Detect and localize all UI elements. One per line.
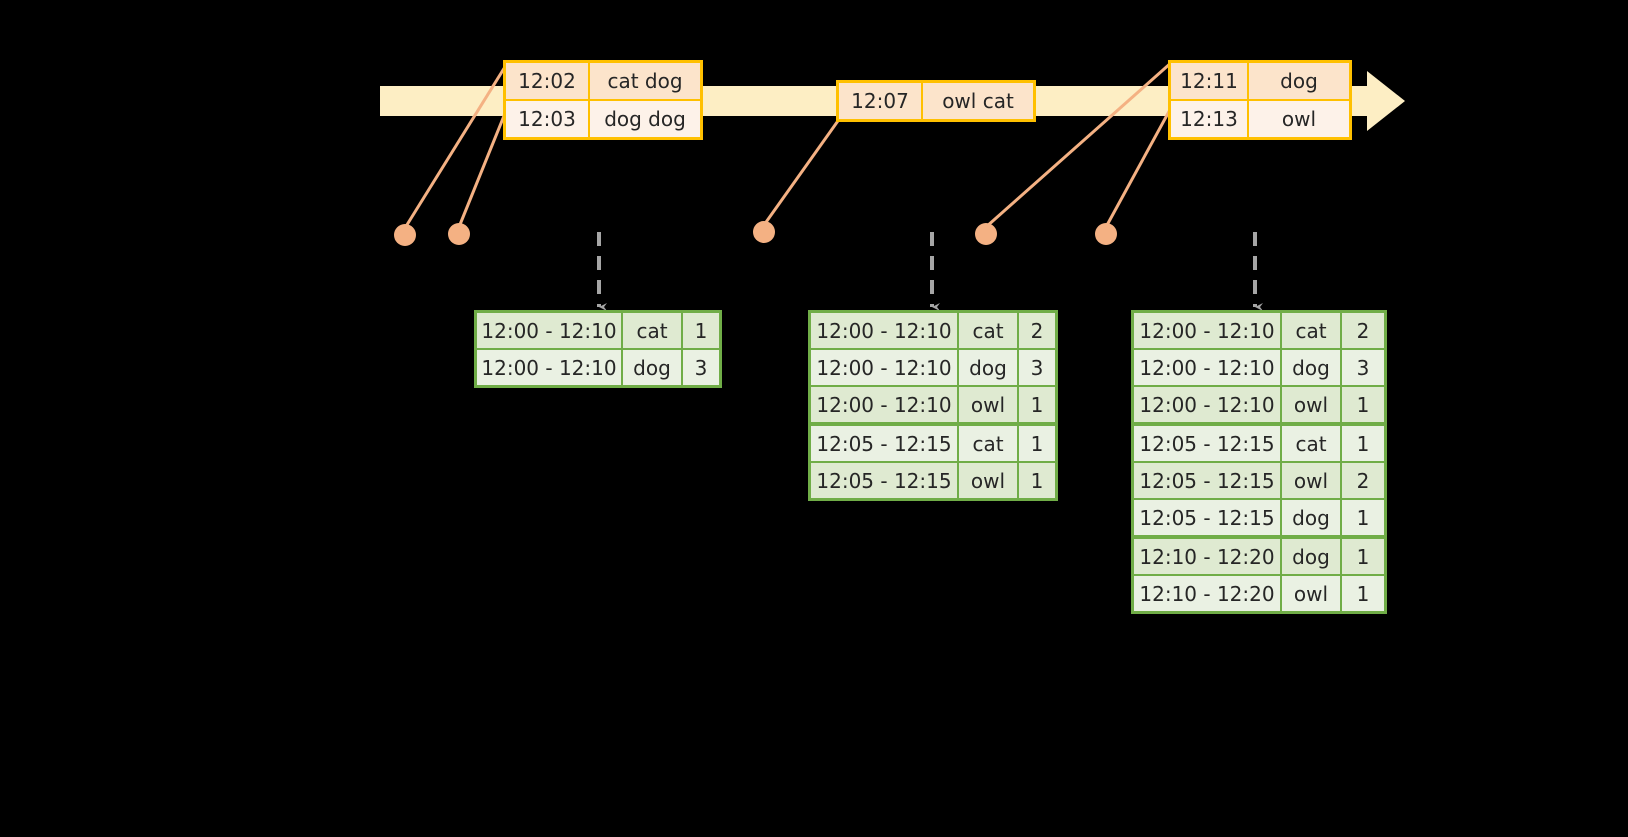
result-word: dog <box>623 350 681 385</box>
event-words: owl cat <box>923 83 1033 119</box>
result-word: owl <box>1282 463 1340 498</box>
event-words: cat dog <box>590 63 700 99</box>
result-count: 1 <box>1019 463 1055 498</box>
result-window: 12:05 - 12:15 <box>811 426 957 461</box>
event-group-3: 12:11 dog 12:13 owl <box>1168 60 1352 140</box>
event-words: dog <box>1249 63 1349 99</box>
event-marker-2 <box>448 223 470 245</box>
event-row: 12:07 owl cat <box>839 83 1033 119</box>
result-window: 12:00 - 12:10 <box>1134 387 1280 422</box>
result-word: owl <box>959 463 1017 498</box>
result-window: 12:00 - 12:10 <box>477 313 621 348</box>
result-window: 12:00 - 12:10 <box>1134 313 1280 348</box>
event-time: 12:11 <box>1171 63 1247 99</box>
result-count: 1 <box>1342 387 1384 422</box>
event-time: 12:02 <box>506 63 588 99</box>
event-marker-4 <box>975 223 997 245</box>
result-window: 12:05 - 12:15 <box>811 463 957 498</box>
result-window: 12:05 - 12:15 <box>1134 426 1280 461</box>
result-window: 12:00 - 12:10 <box>811 387 957 422</box>
result-count: 1 <box>1342 539 1384 574</box>
result-word: owl <box>959 387 1017 422</box>
result-count: 1 <box>1342 500 1384 535</box>
event-marker-5 <box>1095 223 1117 245</box>
result-count: 1 <box>1019 387 1055 422</box>
event-row: 12:02 cat dog <box>506 63 700 99</box>
result-window: 12:10 - 12:20 <box>1134 576 1280 611</box>
result-window: 12:05 - 12:15 <box>1134 500 1280 535</box>
connector-line-2 <box>457 105 510 228</box>
result-word: dog <box>1282 500 1340 535</box>
timeline-arrow-icon <box>1367 71 1405 131</box>
result-word: cat <box>1282 426 1340 461</box>
result-count: 1 <box>683 313 719 348</box>
event-group-1: 12:02 cat dog 12:03 dog dog <box>503 60 703 140</box>
result-word: cat <box>959 313 1017 348</box>
connector-line-5 <box>1104 105 1174 228</box>
result-word: owl <box>1282 387 1340 422</box>
event-time: 12:07 <box>839 83 921 119</box>
event-marker-1 <box>394 224 416 246</box>
result-window: 12:00 - 12:10 <box>811 350 957 385</box>
connector-line-3 <box>762 117 842 226</box>
result-word: cat <box>959 426 1017 461</box>
event-time: 12:03 <box>506 101 588 137</box>
event-row: 12:03 dog dog <box>506 101 700 137</box>
event-group-2: 12:07 owl cat <box>836 80 1036 122</box>
event-marker-3 <box>753 221 775 243</box>
result-count: 1 <box>1019 426 1055 461</box>
result-count: 2 <box>1342 463 1384 498</box>
result-window: 12:00 - 12:10 <box>811 313 957 348</box>
result-count: 2 <box>1019 313 1055 348</box>
event-row: 12:11 dog <box>1171 63 1349 99</box>
result-count: 2 <box>1342 313 1384 348</box>
result-count: 3 <box>683 350 719 385</box>
result-window: 12:00 - 12:10 <box>1134 350 1280 385</box>
result-word: dog <box>1282 539 1340 574</box>
result-word: dog <box>1282 350 1340 385</box>
result-count: 3 <box>1342 350 1384 385</box>
event-words: dog dog <box>590 101 700 137</box>
result-window: 12:05 - 12:15 <box>1134 463 1280 498</box>
result-word: dog <box>959 350 1017 385</box>
result-word: owl <box>1282 576 1340 611</box>
result-count: 1 <box>1342 426 1384 461</box>
event-time: 12:13 <box>1171 101 1247 137</box>
result-word: cat <box>1282 313 1340 348</box>
event-words: owl <box>1249 101 1349 137</box>
result-word: cat <box>623 313 681 348</box>
result-window: 12:00 - 12:10 <box>477 350 621 385</box>
event-row: 12:13 owl <box>1171 101 1349 137</box>
result-count: 1 <box>1342 576 1384 611</box>
result-window: 12:10 - 12:20 <box>1134 539 1280 574</box>
result-count: 3 <box>1019 350 1055 385</box>
